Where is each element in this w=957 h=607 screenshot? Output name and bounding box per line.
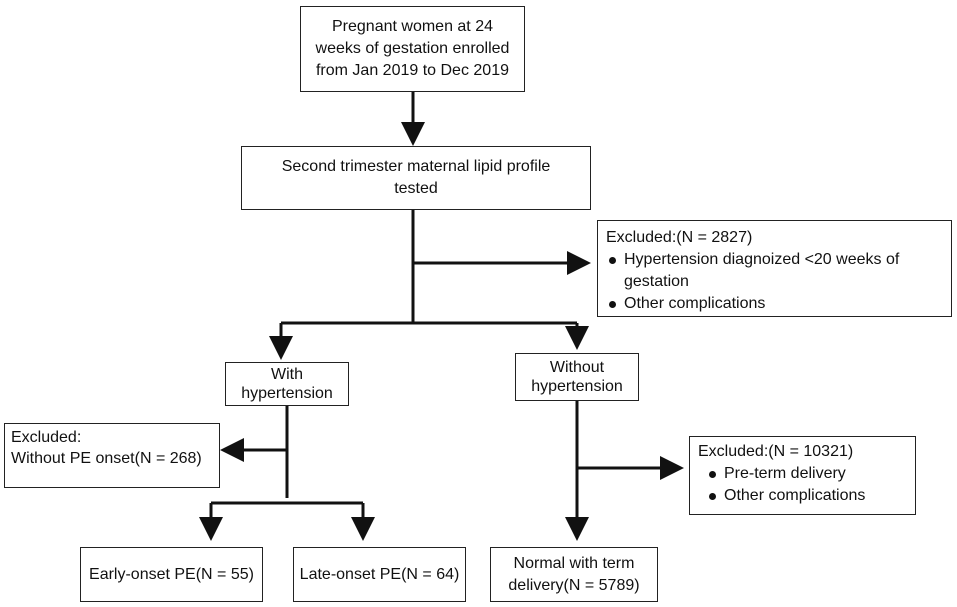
excluded-right-item: Other complications xyxy=(706,485,907,507)
excluded-right-list: Pre-term delivery Other complications xyxy=(698,463,907,507)
late-onset-box: Late-onset PE(N = 64) xyxy=(293,547,466,602)
with-line-2: hypertension xyxy=(241,385,333,402)
without-line-1: Without xyxy=(549,359,605,376)
lipid-line-2: tested xyxy=(394,180,438,197)
lipid-line-1: Second trimester maternal lipid profile xyxy=(281,158,551,175)
early-onset-box: Early-onset PE(N = 55) xyxy=(80,547,263,602)
without-line-2: hypertension xyxy=(531,378,623,395)
with-line-1: With xyxy=(271,366,303,383)
excluded-top-item: Hypertension diagnoized <20 weeks of ges… xyxy=(606,249,943,293)
excluded-top-header: Excluded:(N = 2827) xyxy=(606,229,753,246)
excluded-right-box: Excluded:(N = 10321) Pre-term delivery O… xyxy=(689,436,916,515)
excluded-pe-box: Excluded: Without PE onset(N = 268) xyxy=(4,423,220,488)
normal-term-box: Normal with term delivery(N = 5789) xyxy=(490,547,658,602)
without-hypertension-box: Without hypertension xyxy=(515,353,639,401)
enrolled-line-3: from Jan 2019 to Dec 2019 xyxy=(315,62,509,79)
normal-line-2: delivery(N = 5789) xyxy=(508,576,640,594)
with-hypertension-box: With hypertension xyxy=(225,362,349,406)
lipid-profile-box: Second trimester maternal lipid profile … xyxy=(241,146,591,210)
enrolled-line-1: Pregnant women at 24 xyxy=(332,18,493,35)
excluded-top-list: Hypertension diagnoized <20 weeks of ges… xyxy=(606,249,943,315)
excluded-right-item: Pre-term delivery xyxy=(706,463,907,485)
normal-line-1: Normal with term xyxy=(513,554,635,572)
excluded-pe-line-1: Excluded: xyxy=(11,429,82,446)
enrolled-box: Pregnant women at 24 weeks of gestation … xyxy=(300,6,525,92)
enrolled-line-2: weeks of gestation enrolled xyxy=(315,40,510,57)
early-onset-label: Early-onset PE(N = 55) xyxy=(89,565,254,583)
late-onset-label: Late-onset PE(N = 64) xyxy=(299,565,460,583)
excluded-top-box: Excluded:(N = 2827) Hypertension diagnoi… xyxy=(597,220,952,317)
excluded-pe-line-2: Without PE onset(N = 268) xyxy=(11,450,202,467)
excluded-right-header: Excluded:(N = 10321) xyxy=(698,443,854,460)
excluded-top-item: Other complications xyxy=(606,293,943,315)
